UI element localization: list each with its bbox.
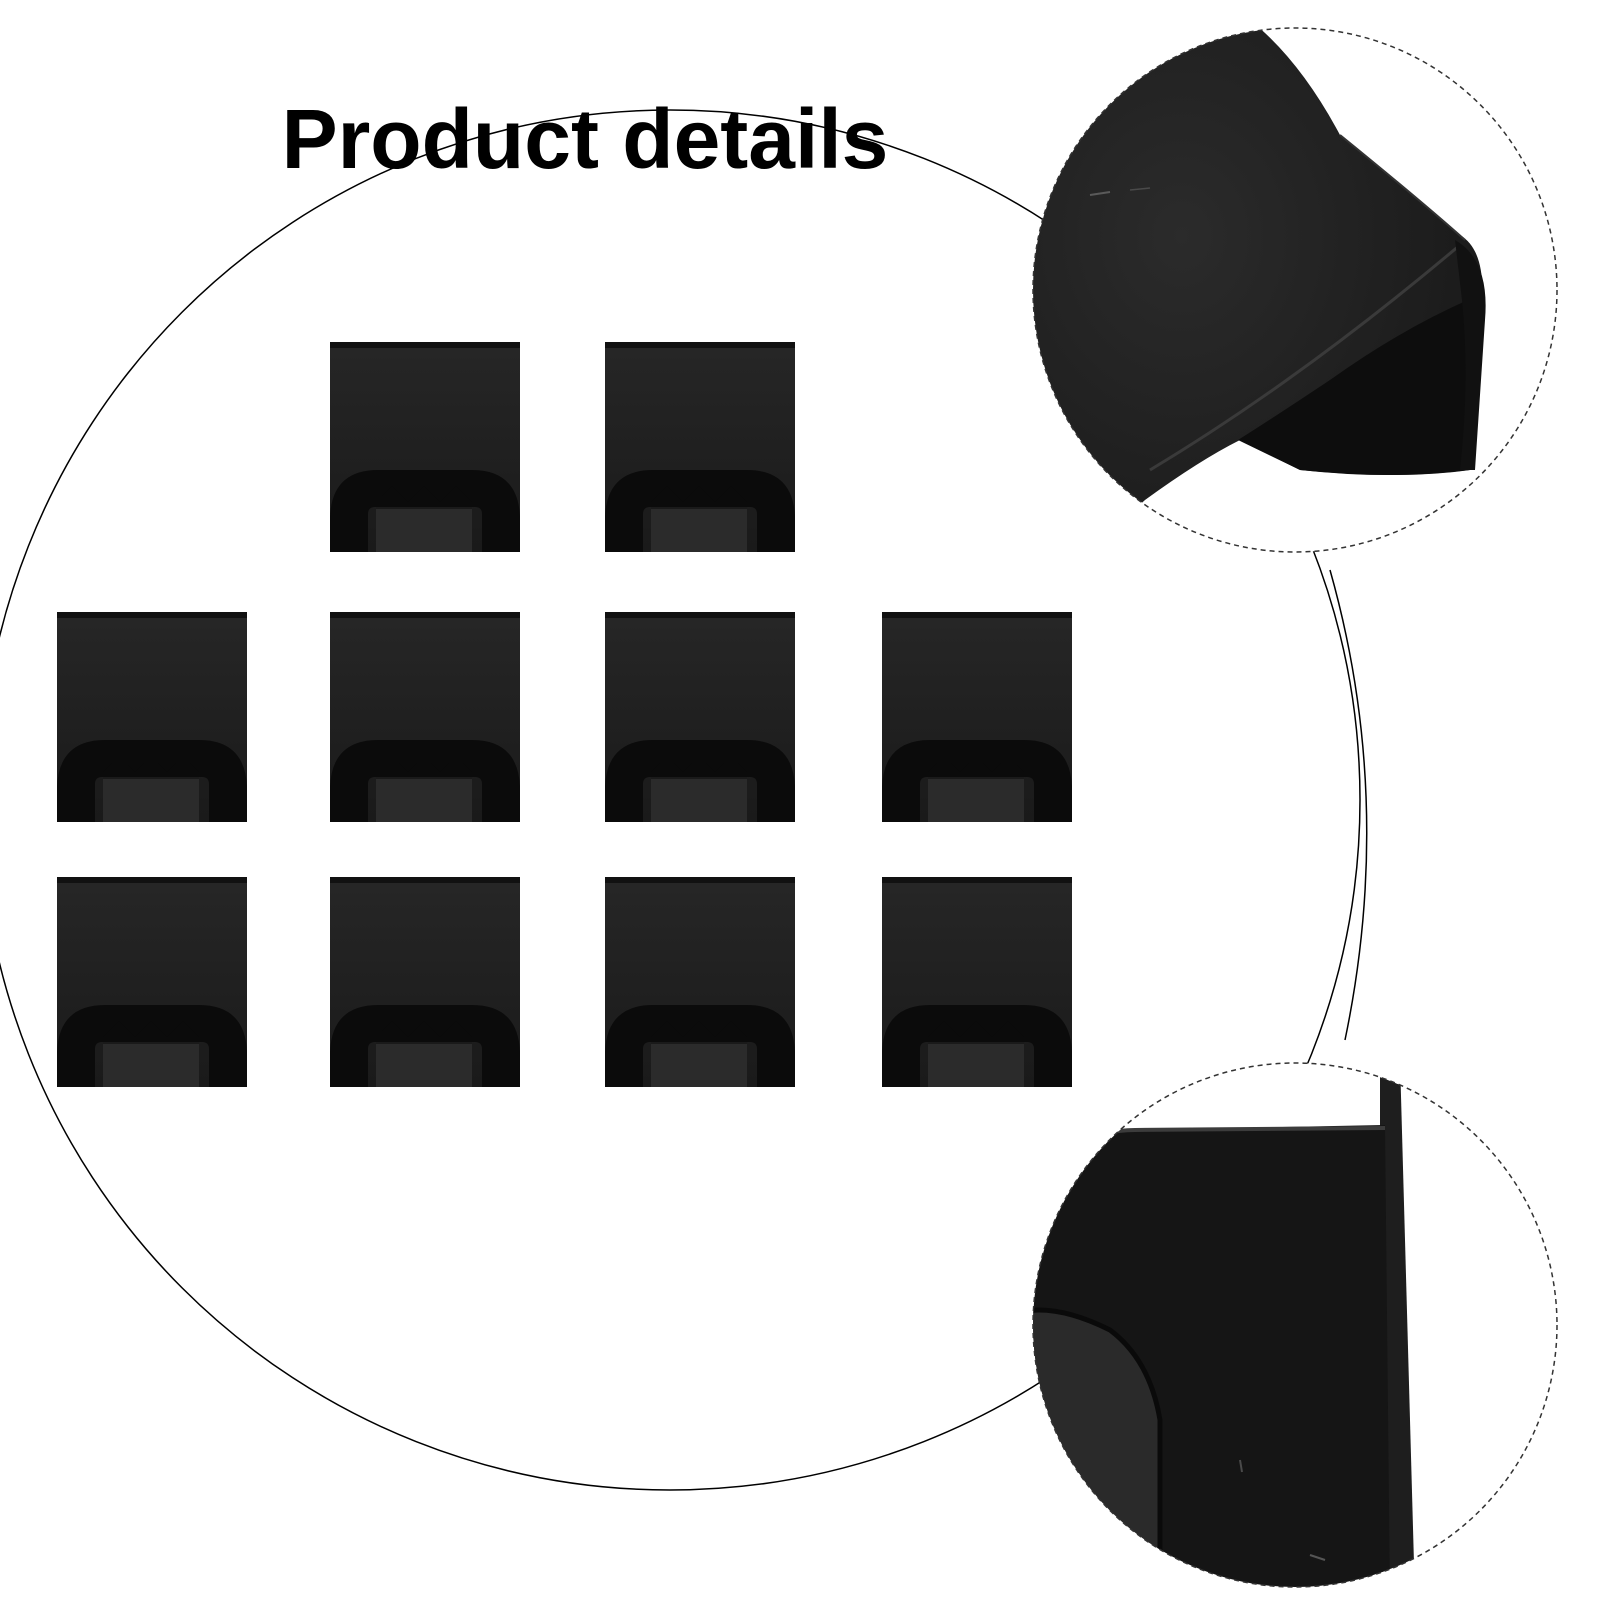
background-outline-circle (0, 109, 1361, 1491)
hook-piece (604, 341, 796, 553)
hook-piece (56, 611, 248, 823)
hook-piece (604, 611, 796, 823)
hook-piece (329, 876, 521, 1088)
zoom-circle-bottom (1032, 1062, 1558, 1588)
hook-piece (56, 876, 248, 1088)
product-grid (56, 341, 1073, 1088)
connector-arc (1329, 569, 1368, 1041)
hook-piece (329, 341, 521, 553)
hook-piece (881, 611, 1073, 823)
page-title: Product details (282, 92, 889, 186)
zoom-circle-top (1032, 27, 1558, 553)
hook-piece (881, 876, 1073, 1088)
hook-piece (604, 876, 796, 1088)
hook-piece (329, 611, 521, 823)
